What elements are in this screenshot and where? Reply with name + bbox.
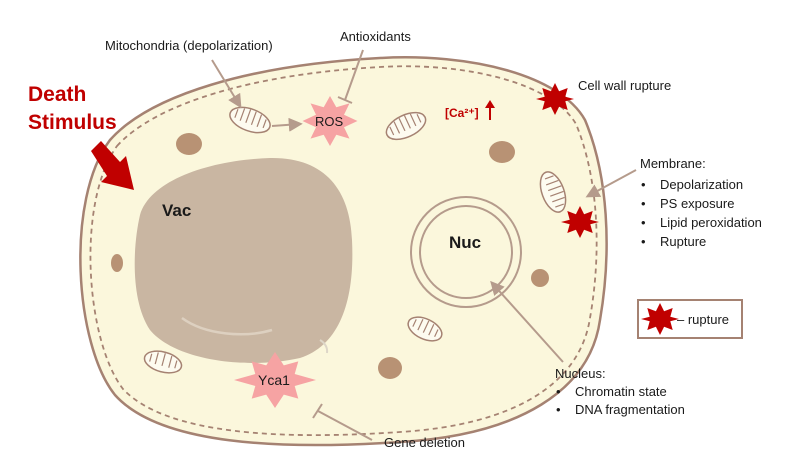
bullet: • [641, 215, 646, 230]
nucleus-pointer [490, 280, 564, 363]
bullet: • [641, 234, 646, 249]
organelle [176, 133, 202, 155]
membrane-pointer [585, 169, 637, 198]
mitochondrion [407, 316, 443, 342]
vacuole-highlight [181, 316, 273, 336]
mitochondrion [385, 111, 427, 141]
mitochondria-label: Mitochondria (depolarization) [105, 38, 273, 53]
vacuole-label: Vac [162, 201, 191, 220]
antioxidant-inhibition-line [344, 49, 364, 101]
yca1-burst [234, 352, 316, 408]
bullet: • [641, 196, 646, 211]
gene-deletion-inhibition-line [317, 410, 373, 441]
mitochondria-to-ros-arrow [271, 117, 303, 132]
legend-label: – rupture [677, 312, 729, 327]
mitochondrion [539, 171, 567, 213]
organelle [489, 141, 515, 163]
mitochondrion [229, 106, 271, 134]
mitochondria-pointer [211, 59, 242, 109]
gene-deletion-inhibition-bar [312, 403, 323, 419]
legend-rupture-star-icon [641, 303, 679, 335]
membrane-title: Membrane: [640, 156, 706, 171]
nucleus-envelope-outer [410, 196, 522, 308]
calcium-increase-arrow-icon [485, 100, 495, 120]
calcium-label: [Ca²⁺] [445, 106, 479, 120]
antioxidant-inhibition-bar [337, 96, 353, 104]
yca1-label: Yca1 [258, 372, 290, 388]
nucleus-info-item: Chromatin state [575, 384, 667, 399]
organelle [111, 254, 123, 272]
nucleus-info-title: Nucleus: [555, 366, 606, 381]
ros-label: ROS [315, 114, 344, 129]
vacuole [134, 157, 353, 363]
bullet: • [556, 384, 561, 399]
plasma-membrane [89, 65, 598, 437]
gene-deletion-label: Gene deletion [384, 435, 465, 450]
bullet: • [641, 177, 646, 192]
nucleus-info-item: DNA fragmentation [575, 402, 685, 417]
organelle [378, 357, 402, 379]
membrane-item: Lipid peroxidation [660, 215, 762, 230]
organelle [531, 269, 549, 287]
membrane-item: Rupture [660, 234, 706, 249]
death-stimulus-line1: Death [28, 83, 86, 106]
nucleus-label: Nuc [449, 233, 481, 252]
membrane-rupture-star [561, 206, 599, 238]
mitochondrion [143, 350, 183, 374]
cell-wall-rupture-label: Cell wall rupture [578, 78, 671, 93]
membrane-item: Depolarization [660, 177, 743, 192]
cell-wall-rupture-star [536, 83, 574, 115]
death-stimulus-line2: Stimulus [28, 111, 117, 134]
death-stimulus-arrow-icon [91, 141, 134, 190]
membrane-item: PS exposure [660, 196, 734, 211]
antioxidants-label: Antioxidants [340, 29, 411, 44]
ros-burst [302, 96, 358, 146]
small-vesicle [319, 339, 329, 354]
nucleus-envelope-inner [419, 205, 513, 299]
bullet: • [556, 402, 561, 417]
